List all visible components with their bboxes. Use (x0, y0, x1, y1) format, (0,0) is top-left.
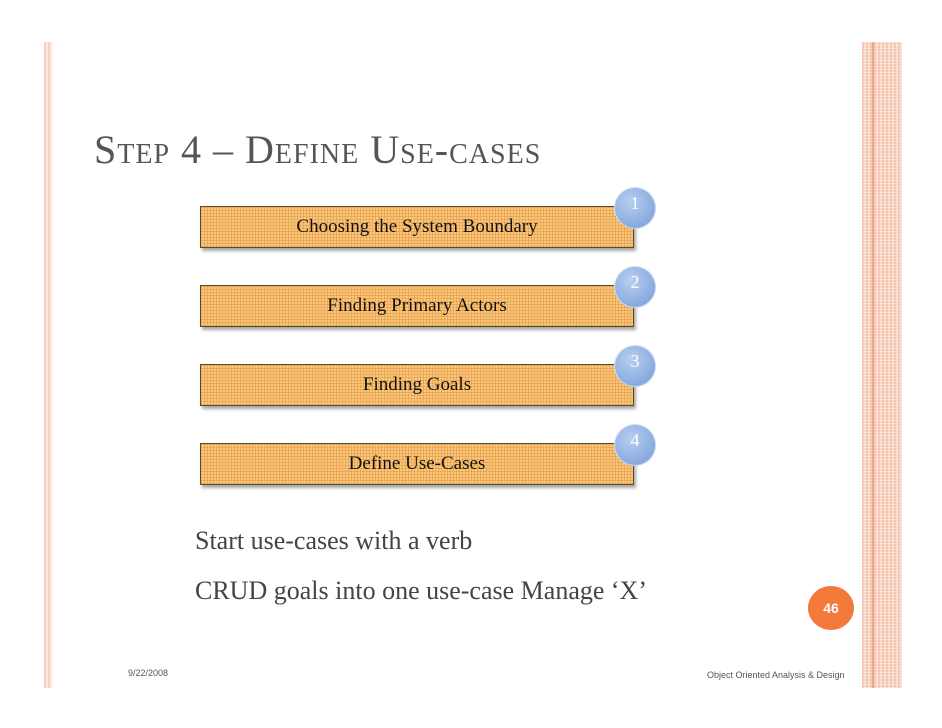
step-bar-2: Finding Primary Actors (200, 285, 634, 327)
right-rule-line (872, 42, 874, 688)
step-label-2: Finding Primary Actors (327, 295, 507, 316)
step-label-1: Choosing the System Boundary (296, 216, 538, 237)
step-label-3: Finding Goals (362, 374, 472, 395)
page-number-badge: 46 (808, 586, 854, 630)
slide-title: Step 4 – Define Use-cases (94, 127, 542, 172)
bullet-text-1: Start use-cases with a verb (195, 526, 473, 555)
step-bar-4: Define Use-Cases (200, 443, 634, 485)
step-number-badge-4: 4 (614, 424, 656, 466)
step-number-badge-2: 2 (614, 266, 656, 308)
step-bar-3: Finding Goals (200, 364, 634, 406)
step-number-badge-3: 3 (614, 345, 656, 387)
bullet-text-2: CRUD goals into one use-case Manage ‘X’ (195, 576, 647, 605)
step-bar-1: Choosing the System Boundary (200, 206, 634, 248)
left-decorative-rule (44, 42, 52, 688)
footer-course-title: Object Oriented Analysis & Design (707, 670, 845, 680)
footer-date: 9/22/2008 (128, 668, 169, 678)
step-number-badge-1: 1 (614, 187, 656, 229)
step-label-4: Define Use-Cases (348, 453, 486, 474)
right-decorative-rule (862, 42, 902, 688)
